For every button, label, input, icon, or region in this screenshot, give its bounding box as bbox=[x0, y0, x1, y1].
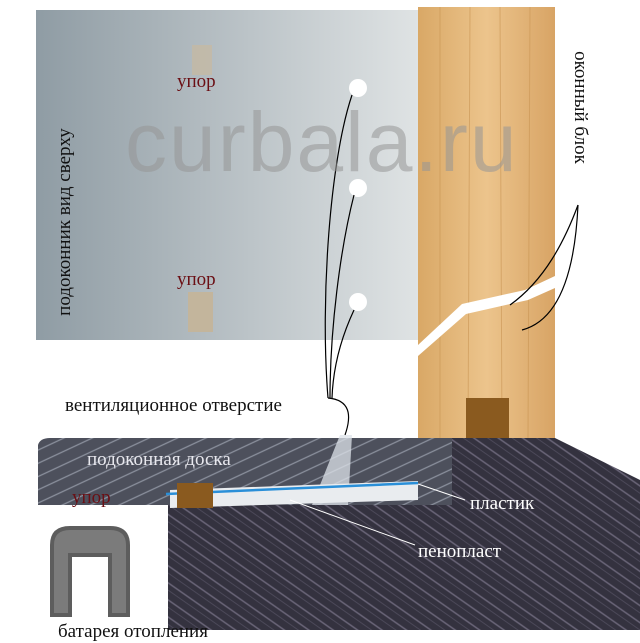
frame-stop-block bbox=[466, 398, 509, 439]
label-stop-side: упор bbox=[72, 487, 111, 508]
label-stop-top-2: упор bbox=[177, 269, 216, 290]
label-window-block: оконный блок bbox=[569, 51, 591, 164]
leader-lines-white bbox=[289, 483, 466, 546]
watermark: curbala.ru bbox=[125, 95, 519, 189]
vent-hole bbox=[349, 79, 367, 97]
sill-top-view bbox=[36, 10, 418, 340]
label-stop-top-1: упор bbox=[177, 71, 216, 92]
label-top-view: подоконник вид сверху bbox=[54, 128, 75, 316]
stop-block-top bbox=[188, 292, 213, 332]
label-vent-hole: вентиляционное отверстие bbox=[65, 395, 282, 416]
radiator bbox=[40, 515, 140, 617]
stop-block-side bbox=[177, 483, 213, 508]
stop-block-top-faded bbox=[192, 45, 212, 75]
leader-lines bbox=[139, 94, 579, 498]
foam-strip bbox=[170, 481, 418, 508]
label-radiator: батарея отопления bbox=[58, 621, 208, 642]
vent-hole bbox=[349, 293, 367, 311]
label-plastic: пластик bbox=[470, 493, 535, 514]
vent-hole bbox=[349, 179, 367, 197]
window-frame bbox=[418, 7, 555, 439]
label-sill-board: подоконная доска bbox=[87, 449, 231, 470]
label-foam: пенопласт bbox=[418, 541, 502, 562]
